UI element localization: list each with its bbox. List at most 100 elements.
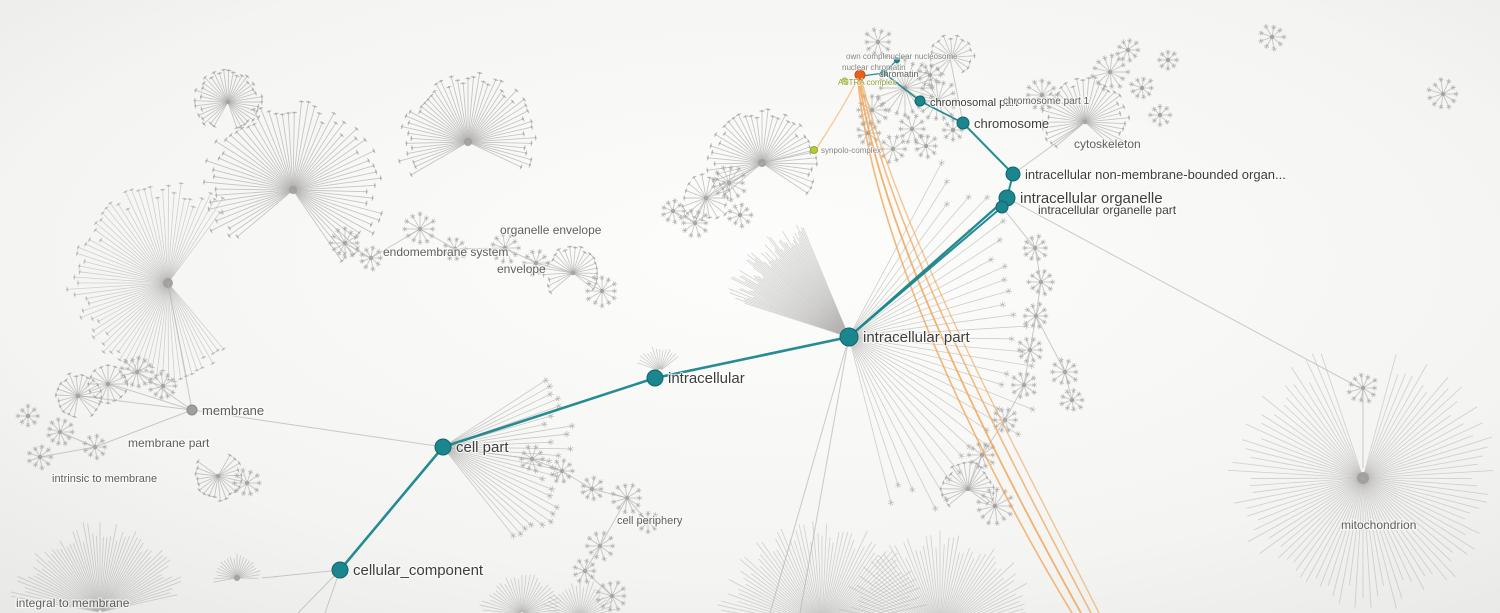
- label-intracellular-organelle-part[interactable]: intracellular organelle part: [1037, 202, 1178, 219]
- graph-edge: [761, 149, 815, 164]
- highlight-path-edge: [962, 122, 1014, 175]
- graph-edge: [728, 162, 763, 184]
- graph-edge: [59, 431, 96, 448]
- graph-edge: [1004, 384, 1025, 421]
- gene-term-cluster: [1128, 76, 1155, 100]
- gene-term-cluster: [1346, 372, 1378, 404]
- label-integral-to-membrane[interactable]: integral to membrane: [15, 595, 131, 612]
- gene-term-cluster: [864, 27, 892, 57]
- gene-term-cluster: [680, 208, 709, 239]
- node-intracellular[interactable]: [646, 369, 664, 387]
- graph-edge: [370, 228, 421, 259]
- label-cell-periphery[interactable]: cell periphery: [616, 514, 684, 529]
- label-intracellular-non-membrane-bounded-organelle[interactable]: intracellular non-membrane-bounded organ…: [1024, 166, 1287, 184]
- node-cell-part[interactable]: [434, 438, 452, 456]
- graph-edge: [297, 569, 341, 613]
- label-membrane[interactable]: membrane: [201, 402, 266, 420]
- gene-term-cluster: [1026, 268, 1056, 297]
- label-intracellular[interactable]: intracellular: [667, 369, 746, 389]
- label-cell-part[interactable]: cell part: [455, 438, 511, 458]
- node-intracellular-organelle-part[interactable]: [995, 200, 1009, 214]
- node-nucleosome-node[interactable]: [894, 57, 900, 63]
- node-intracellular-part[interactable]: [839, 327, 859, 347]
- graph-edge: [1029, 315, 1037, 351]
- label-organelle-envelope[interactable]: organelle envelope: [499, 222, 603, 239]
- label-membrane-part[interactable]: membrane part: [127, 435, 212, 452]
- gene-term-cluster: [1025, 78, 1060, 111]
- graph-edge: [109, 383, 193, 411]
- orange-association-edge: [858, 78, 1082, 613]
- label-synpolo-complex[interactable]: synpolo-complex: [820, 145, 882, 156]
- graph-edge: [39, 446, 96, 458]
- gene-term-cluster: [203, 100, 383, 263]
- gene-term-cluster: [849, 159, 1036, 512]
- label-own-complex[interactable]: own complex: [845, 51, 893, 62]
- label-intracellular-organelle[interactable]: intracellular organelle: [1019, 189, 1164, 209]
- node-layer: [186, 57, 1021, 579]
- node-chromosomal-part[interactable]: [914, 95, 926, 107]
- graph-edge: [799, 336, 850, 613]
- label-envelope[interactable]: envelope: [496, 261, 548, 278]
- orange-association-edge: [859, 77, 1092, 613]
- gene-term-cluster: [975, 486, 1014, 526]
- label-nuclear-chromatin[interactable]: nuclear chromatin: [841, 62, 906, 73]
- gene-term-cluster: [1156, 49, 1180, 72]
- label-intrinsic-to-membrane[interactable]: intrinsic to membrane: [51, 472, 159, 487]
- orange-association-edge: [816, 81, 857, 149]
- label-chromosome-part-1[interactable]: chromosome part 1: [1002, 95, 1091, 109]
- graph-edge: [626, 497, 649, 523]
- highlight-path-edge: [653, 335, 851, 380]
- label-chromosome[interactable]: chromosome: [973, 115, 1051, 133]
- gene-term-cluster: [637, 346, 679, 371]
- gene-term-cluster: [916, 63, 944, 89]
- gene-term-cluster: [584, 530, 616, 562]
- gene-term-cluster: [580, 475, 604, 502]
- graph-edge: [344, 242, 372, 259]
- label-endomembrane-system[interactable]: endomembrane system: [382, 244, 510, 261]
- label-chromosomal-part[interactable]: chromosomal part: [929, 96, 1020, 111]
- node-chromatin-highlight[interactable]: [854, 69, 866, 81]
- graph-edge: [584, 570, 613, 597]
- gene-term-cluster: [1022, 233, 1049, 262]
- label-cellular-component[interactable]: cellular_component: [352, 561, 485, 581]
- graph-edge: [419, 228, 456, 250]
- node-synpolo-complex-node[interactable]: [810, 146, 818, 154]
- orange-association-edge: [857, 79, 1073, 613]
- graph-edge: [1006, 197, 1361, 389]
- graph-edge: [94, 409, 193, 448]
- graph-edge: [981, 419, 1006, 456]
- graph-edge: [591, 488, 628, 499]
- label-intracellular-part[interactable]: intracellular part: [862, 328, 972, 348]
- gene-term-cluster: [913, 133, 938, 160]
- gene-term-cluster: [1089, 53, 1131, 92]
- gene-term-cluster: [542, 579, 616, 613]
- gene-term-cluster: [1147, 103, 1173, 128]
- node-intracellular-non-membrane-bounded-organelle[interactable]: [1005, 166, 1021, 182]
- node-chromatin-node[interactable]: [880, 69, 888, 77]
- gene-term-cluster: [1227, 353, 1494, 610]
- gene-term-cluster: [1041, 76, 1131, 149]
- orange-edge-layer: [816, 76, 1100, 613]
- graph-edge: [949, 57, 964, 124]
- gene-term-cluster: [1114, 37, 1141, 64]
- node-chromosome[interactable]: [956, 116, 970, 130]
- graph-edge: [454, 247, 506, 250]
- label-mitochondrion[interactable]: mitochondrion: [1340, 517, 1418, 534]
- label-nuclear-nucleosome[interactable]: nuclear nucleosome: [885, 51, 959, 62]
- gene-term-cluster: [879, 134, 908, 165]
- gene-term-cluster: [1426, 76, 1459, 110]
- gene-term-cluster: [1049, 357, 1079, 386]
- label-chromatin[interactable]: chromatin: [878, 68, 919, 80]
- label-cytoskeleton[interactable]: cytoskeleton: [1073, 136, 1142, 153]
- highlight-path-edge: [338, 445, 445, 572]
- graph-edge: [769, 336, 850, 613]
- graph-edge: [599, 497, 628, 547]
- node-cellular-component[interactable]: [331, 561, 349, 579]
- label-astra-complex[interactable]: ASTRA complex: [837, 77, 897, 88]
- node-membrane[interactable]: [186, 404, 198, 416]
- graph-edge: [584, 545, 601, 572]
- gene-term-cluster: [10, 522, 182, 613]
- node-astra-complex-node[interactable]: [841, 77, 849, 85]
